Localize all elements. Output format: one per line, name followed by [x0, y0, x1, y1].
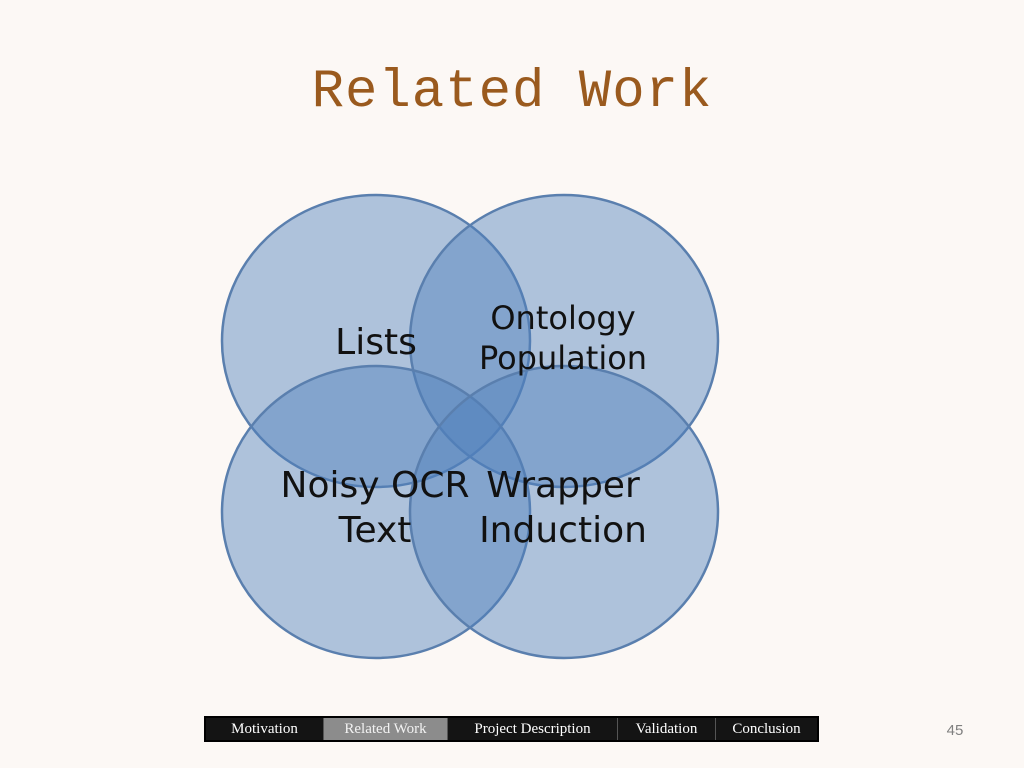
circle-wrapper-induction [408, 364, 720, 660]
label-ontology-line2: Population [478, 339, 648, 377]
nav-item-motivation[interactable]: Motivation [206, 718, 324, 740]
label-noisy-ocr-text: Noisy OCR Text [270, 463, 480, 553]
section-navbar: Motivation Related Work Project Descript… [204, 716, 819, 742]
nav-item-project-description[interactable]: Project Description [448, 718, 618, 740]
label-ontology-population: Ontology Population [463, 298, 663, 378]
nav-item-conclusion[interactable]: Conclusion [732, 720, 801, 737]
label-lists: Lists [335, 322, 417, 363]
label-wrapper-induction: Wrapper Induction [463, 463, 663, 553]
circle-ontology-population [408, 193, 720, 489]
label-wrapper-line1: Wrapper [486, 465, 640, 506]
label-noisy-line1: Noisy OCR [280, 465, 470, 506]
label-noisy-line2: Text [338, 510, 412, 551]
circle-noisy-ocr-text [220, 364, 532, 660]
circle-lists [220, 193, 532, 489]
label-wrapper-line2: Induction [479, 510, 647, 551]
label-ontology-line1: Ontology [490, 299, 636, 337]
nav-item-validation[interactable]: Validation [618, 718, 716, 740]
nav-item-related-work[interactable]: Related Work [324, 718, 448, 740]
slide-title: Related Work [311, 62, 713, 123]
page-number: 45 [946, 722, 964, 739]
